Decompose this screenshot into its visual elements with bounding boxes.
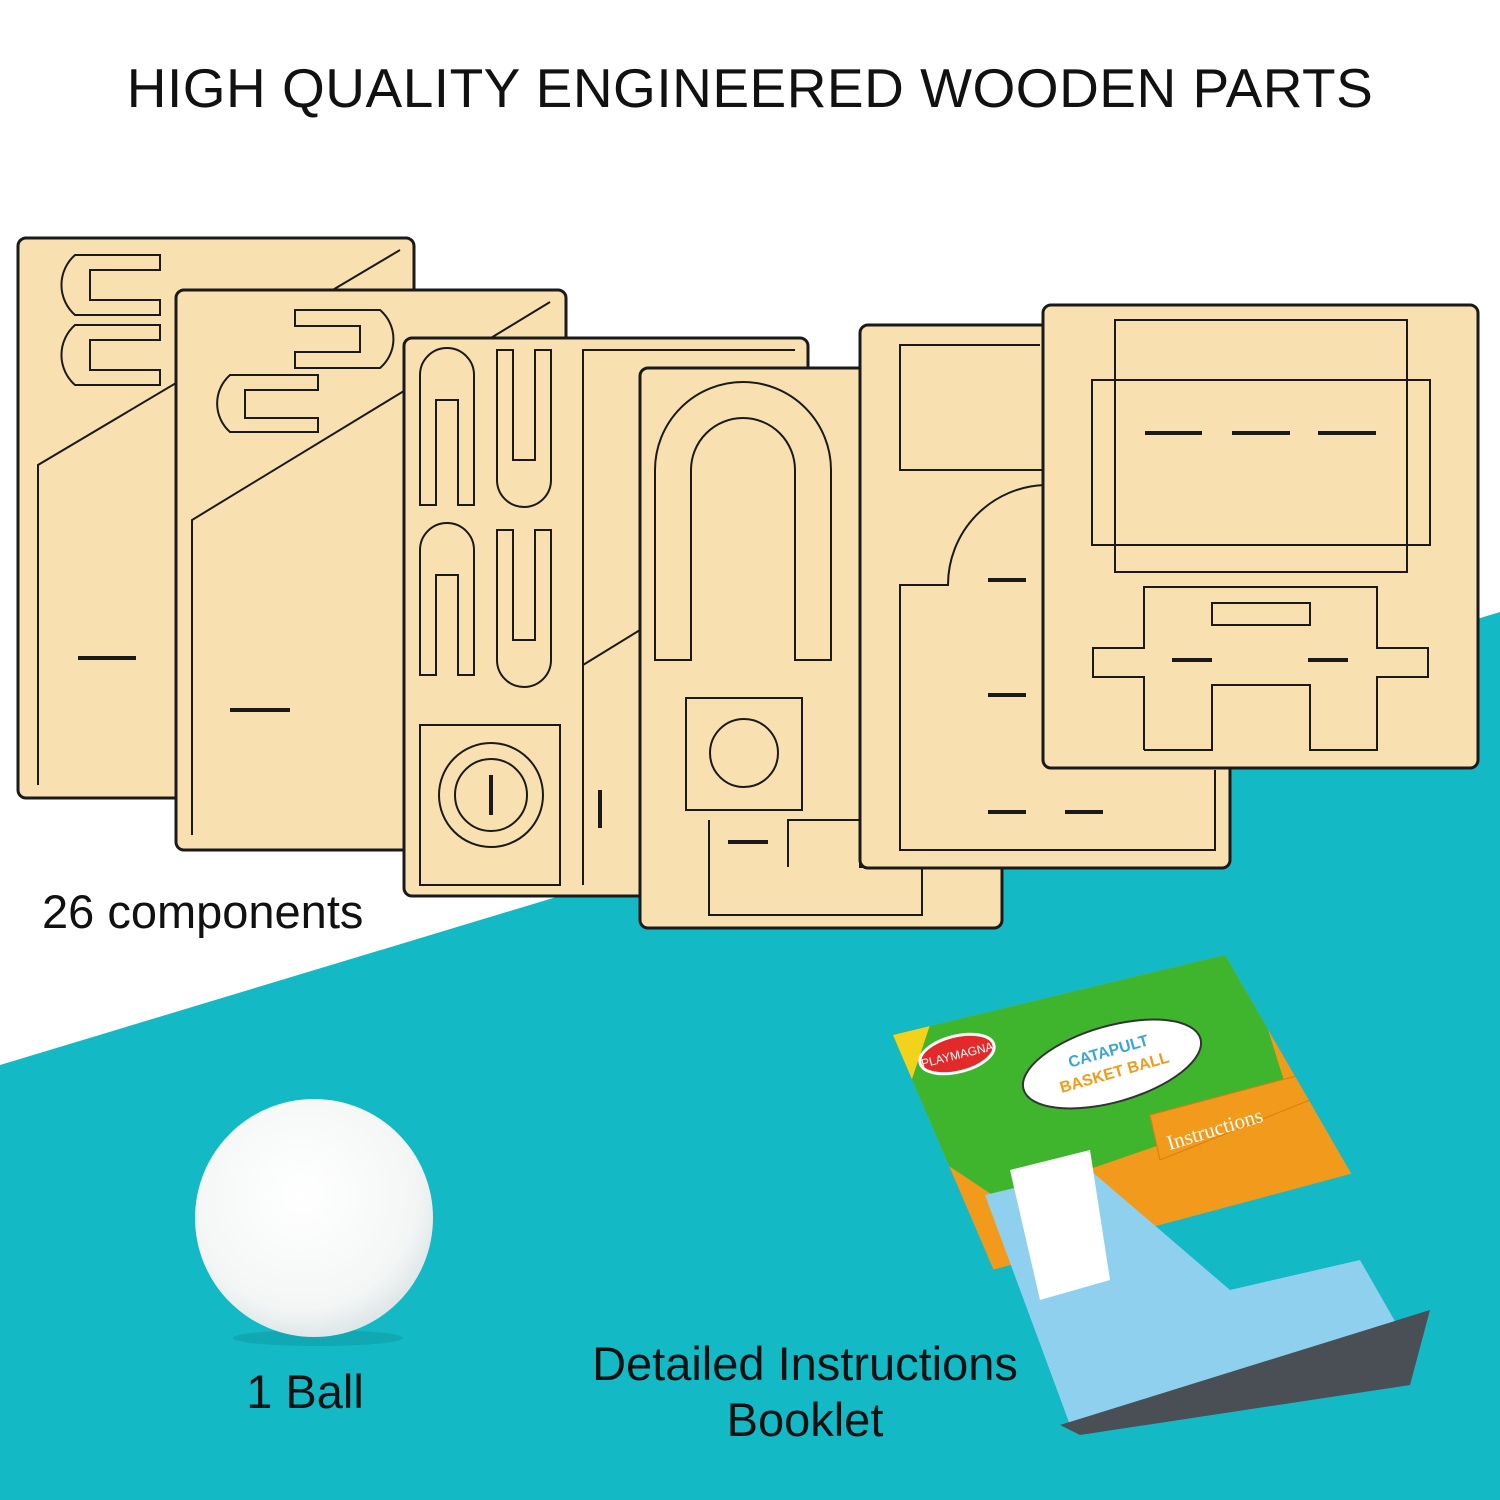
- brand-logo: [918, 1032, 996, 1076]
- page-title: HIGH QUALITY ENGINEERED WOODEN PARTS: [126, 57, 1374, 119]
- booklet-label-line2: Booklet: [726, 1393, 884, 1446]
- ball: [195, 1099, 433, 1346]
- components-label: 26 components: [42, 885, 364, 938]
- wooden-boards: [16, 236, 1480, 930]
- wooden-board: [1041, 303, 1480, 770]
- booklet-label: Detailed Instructions Booklet: [560, 1336, 1050, 1448]
- ball-label: 1 Ball: [246, 1365, 364, 1418]
- booklet-label-line1: Detailed Instructions: [592, 1337, 1018, 1390]
